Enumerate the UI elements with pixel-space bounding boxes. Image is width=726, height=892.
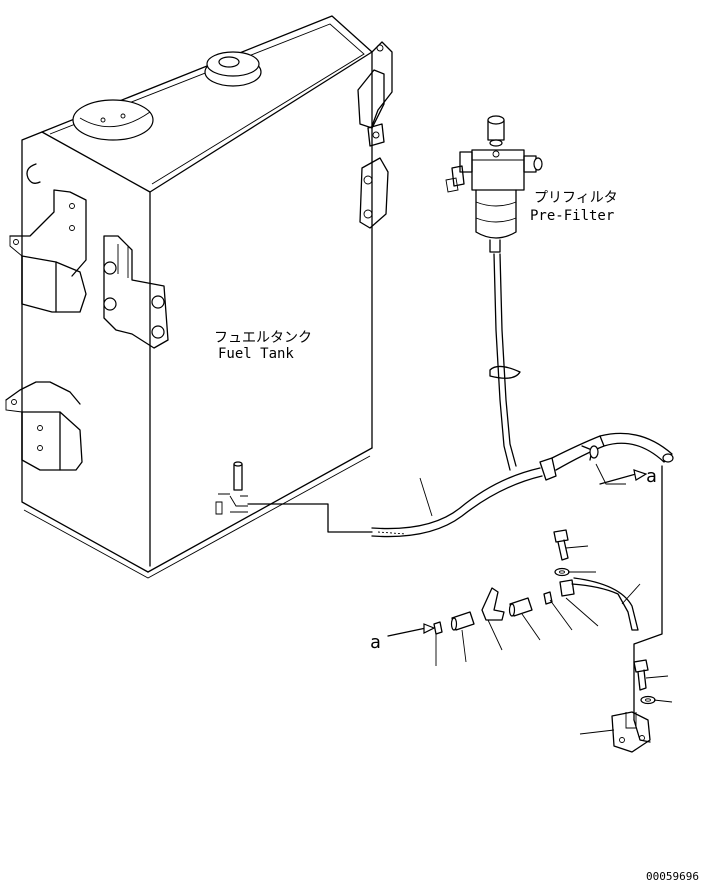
- drawing-number: 00059696: [646, 870, 699, 883]
- fuel-tank-label-jp: フュエルタンク: [214, 330, 312, 346]
- connector-a-right: a: [646, 466, 657, 487]
- fitting-parts: [387, 465, 673, 753]
- pre-filter: [445, 115, 543, 471]
- fuel-hose-assembly: [371, 432, 674, 538]
- prefilter-label-jp: プリフィルタ: [534, 190, 618, 206]
- prefilter-label-en: Pre-Filter: [530, 208, 614, 224]
- fuel-tank-label-en: Fuel Tank: [218, 346, 294, 362]
- connector-a-left: a: [370, 632, 381, 653]
- fuel-tank: [5, 15, 393, 579]
